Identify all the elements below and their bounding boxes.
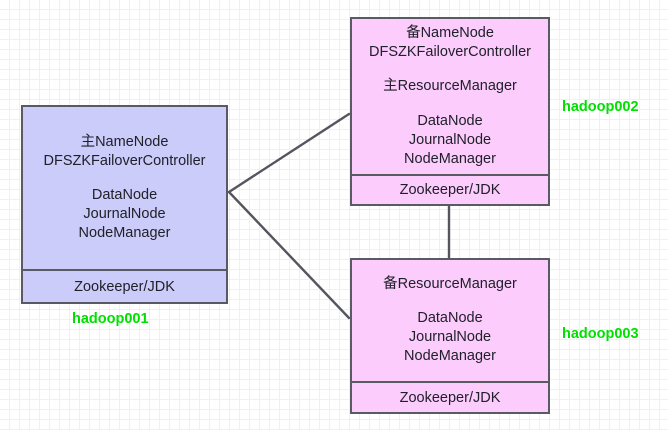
node-hadoop001[interactable]: 主NameNode DFSZKFailoverController DataNo… [21,105,228,304]
service-line: DFSZKFailoverController [43,152,206,169]
node-hadoop001-services: 主NameNode DFSZKFailoverController DataNo… [23,107,226,269]
node-hadoop001-group-0: 主NameNode DFSZKFailoverController [44,133,206,171]
node-hadoop001-group-1: DataNode JournalNode NodeManager [79,186,171,243]
service-line: JournalNode [408,131,492,148]
node-hadoop003-group-1: DataNode JournalNode NodeManager [404,309,496,366]
host-label-hadoop001: hadoop001 [72,311,149,327]
service-line: NodeManager [78,225,171,242]
host-label-hadoop003: hadoop003 [562,326,639,342]
connector-hadoop001-hadoop002 [227,112,351,194]
node-hadoop002-group-0: 备NameNode DFSZKFailoverController [369,24,531,62]
node-hadoop003[interactable]: 备ResourceManager DataNode JournalNode No… [350,258,550,414]
service-line: DFSZKFailoverController [369,44,531,61]
service-line: NodeManager [404,150,496,167]
service-line: 备ResourceManager [383,275,517,292]
connector-hadoop001-hadoop003 [227,190,351,320]
node-hadoop003-group-0: 备ResourceManager [383,275,517,294]
service-line: JournalNode [408,329,492,345]
service-line: DataNode [91,186,158,203]
service-line: NodeManager [404,348,496,365]
service-line: 备NameNode [406,25,494,42]
service-line: DataNode [417,309,483,326]
node-hadoop002-group-1: 主ResourceManager [383,77,517,96]
node-hadoop002-services: 备NameNode DFSZKFailoverController 主Resou… [352,19,548,174]
host-label-hadoop002: hadoop002 [562,99,639,115]
service-line: DataNode [417,112,483,129]
node-hadoop003-footer: Zookeeper/JDK [352,381,548,412]
node-hadoop001-footer: Zookeeper/JDK [23,269,226,302]
service-line: 主ResourceManager [383,78,517,95]
service-line: JournalNode [83,206,166,223]
node-hadoop002[interactable]: 备NameNode DFSZKFailoverController 主Resou… [350,17,550,206]
node-hadoop002-group-2: DataNode JournalNode NodeManager [404,112,496,169]
service-line: 主NameNode [80,133,169,150]
node-hadoop002-footer: Zookeeper/JDK [352,174,548,204]
node-hadoop003-services: 备ResourceManager DataNode JournalNode No… [352,260,548,381]
